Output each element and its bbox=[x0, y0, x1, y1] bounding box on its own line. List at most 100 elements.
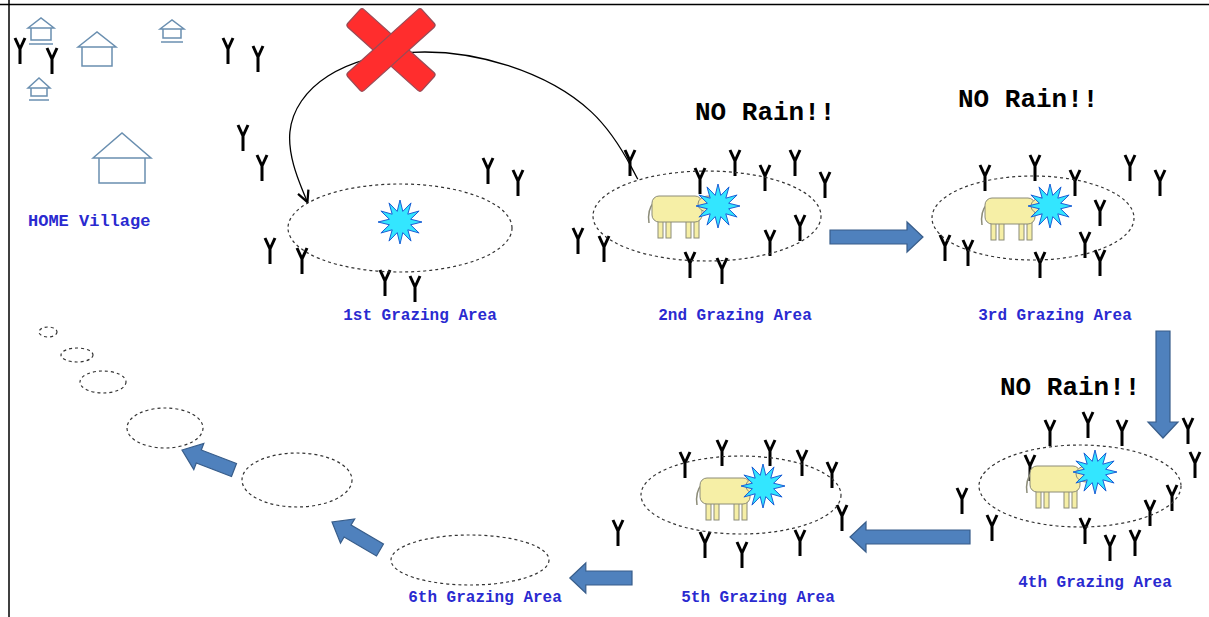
house bbox=[29, 99, 49, 101]
tree bbox=[795, 530, 805, 556]
weather-note: NO Rain!! bbox=[1000, 374, 1140, 404]
grazing-burst bbox=[1028, 184, 1072, 228]
weather-note: NO Rain!! bbox=[958, 86, 1098, 116]
grazing-burst bbox=[696, 184, 740, 228]
tree bbox=[717, 440, 727, 466]
frame-line bbox=[8, 0, 10, 617]
area-outline bbox=[978, 444, 1182, 528]
grazing-area: 1st Grazing Area bbox=[287, 183, 513, 273]
return-path bbox=[290, 52, 638, 202]
tree bbox=[695, 168, 705, 194]
area-outline bbox=[640, 455, 842, 535]
grazing-area: 2nd Grazing Area bbox=[592, 170, 822, 262]
grazing-area: 5th Grazing Area bbox=[640, 455, 842, 535]
grazing-area: 3rd Grazing Area bbox=[931, 175, 1135, 261]
move-arrow bbox=[1148, 331, 1178, 438]
area-ellipse bbox=[288, 184, 512, 272]
cross-bar bbox=[346, 8, 436, 93]
tree bbox=[1070, 170, 1080, 196]
tree bbox=[717, 258, 727, 284]
tree bbox=[513, 170, 523, 196]
area-label: 5th Grazing Area bbox=[681, 589, 835, 607]
herds bbox=[378, 184, 1117, 520]
tree bbox=[1125, 155, 1135, 181]
tree bbox=[1117, 420, 1127, 446]
tree bbox=[47, 48, 57, 74]
tree bbox=[685, 252, 695, 278]
area-outline bbox=[931, 175, 1135, 261]
tree bbox=[760, 165, 770, 191]
tree bbox=[820, 172, 830, 198]
tree bbox=[483, 158, 493, 184]
tree bbox=[238, 125, 248, 151]
move-arrow bbox=[850, 522, 970, 552]
tree bbox=[573, 228, 583, 254]
frame-line bbox=[0, 4, 1209, 6]
tree bbox=[790, 150, 800, 176]
area-outline bbox=[390, 534, 550, 586]
tree bbox=[253, 46, 263, 72]
tree bbox=[797, 450, 807, 476]
area-label: 3rd Grazing Area bbox=[978, 307, 1132, 325]
tree bbox=[223, 38, 233, 64]
area-label: 4th Grazing Area bbox=[1018, 574, 1172, 592]
tree bbox=[1145, 500, 1155, 526]
tree bbox=[987, 515, 997, 541]
area-ellipse bbox=[391, 535, 549, 585]
area-ellipse bbox=[641, 456, 841, 534]
red-cross bbox=[346, 8, 436, 93]
area-label: 2nd Grazing Area bbox=[658, 307, 812, 325]
house bbox=[29, 43, 53, 45]
tree bbox=[1183, 418, 1193, 444]
tree bbox=[599, 236, 609, 262]
tree bbox=[1030, 155, 1040, 181]
tree bbox=[795, 215, 805, 241]
tree bbox=[700, 532, 710, 558]
tree bbox=[1190, 452, 1200, 478]
tree bbox=[265, 238, 275, 264]
tree bbox=[680, 452, 690, 478]
area-label: 6th Grazing Area bbox=[408, 589, 562, 607]
grazing-area: 4th Grazing Area bbox=[978, 444, 1182, 528]
move-arrow bbox=[182, 443, 237, 476]
house bbox=[28, 18, 54, 40]
tree bbox=[1095, 200, 1105, 226]
trail-arrows bbox=[182, 443, 384, 556]
tree bbox=[737, 542, 747, 568]
trail-area bbox=[39, 327, 57, 337]
village-houses bbox=[28, 18, 184, 183]
tree bbox=[980, 165, 990, 191]
tree bbox=[1130, 530, 1140, 556]
tree bbox=[940, 235, 950, 261]
area-outline bbox=[592, 170, 822, 262]
tree bbox=[837, 505, 847, 531]
area-ellipse bbox=[593, 171, 821, 261]
tree bbox=[963, 240, 973, 266]
house bbox=[78, 32, 116, 66]
house bbox=[93, 133, 151, 183]
trail-area bbox=[80, 371, 126, 393]
tree bbox=[410, 276, 420, 302]
tree bbox=[765, 440, 775, 466]
cross-bar bbox=[346, 8, 436, 93]
tree bbox=[1167, 485, 1177, 511]
grazing-burst bbox=[378, 200, 422, 244]
house bbox=[28, 78, 50, 96]
trail-areas bbox=[39, 327, 352, 507]
house bbox=[160, 20, 184, 38]
house bbox=[161, 41, 183, 43]
tree bbox=[257, 155, 267, 181]
tree bbox=[1083, 412, 1093, 438]
trail-area bbox=[242, 453, 352, 507]
tree bbox=[957, 488, 967, 514]
tree bbox=[613, 520, 623, 546]
area-ellipse bbox=[932, 176, 1134, 260]
tree bbox=[15, 38, 25, 64]
trees bbox=[15, 38, 1200, 568]
tree bbox=[827, 462, 837, 488]
area-outline bbox=[287, 183, 513, 273]
tree bbox=[1035, 252, 1045, 278]
tree bbox=[1080, 518, 1090, 544]
tree bbox=[1155, 170, 1165, 196]
tree bbox=[380, 270, 390, 296]
